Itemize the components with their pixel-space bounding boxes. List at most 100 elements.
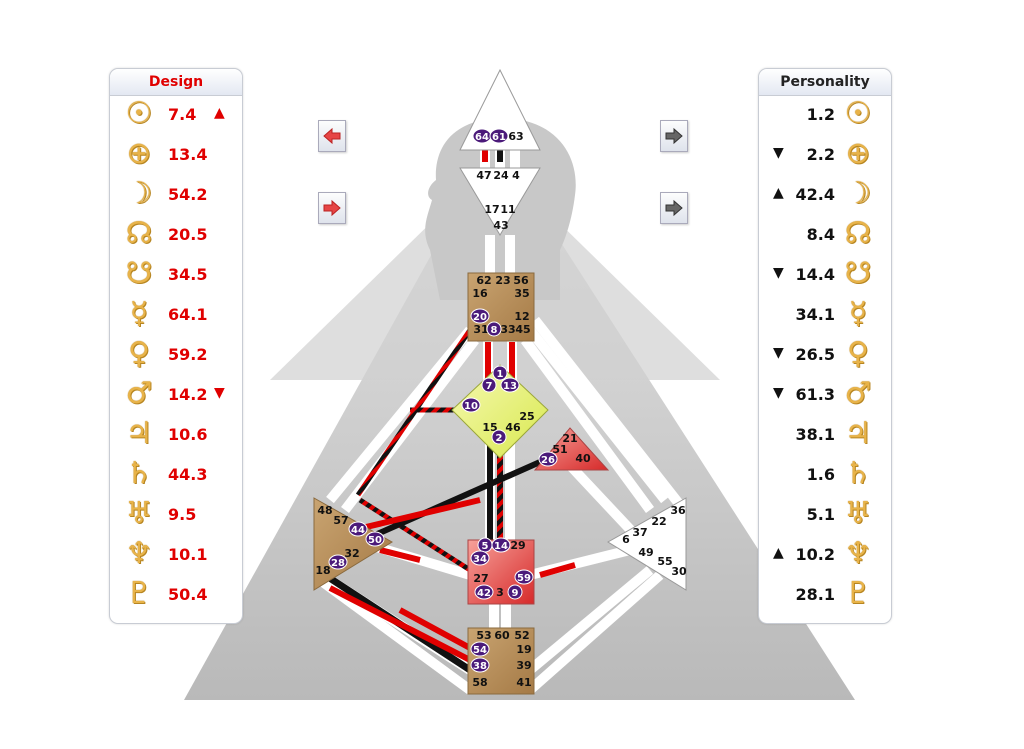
design-row-neptune[interactable]: ♆10.1 [110,537,242,577]
design-row-moon[interactable]: ☽54.2 [110,177,242,217]
personality-gate-line-value: 10.2 [795,545,835,564]
design-row-jupiter[interactable]: ♃10.6 [110,417,242,457]
personality-row-mars[interactable]: ♂61.3▼ [759,377,891,417]
gate-52[interactable]: 52 [514,629,529,642]
gate-55[interactable]: 55 [657,555,672,568]
design-head-nav-button[interactable] [318,120,346,152]
gate-34[interactable]: 34 [473,554,487,565]
design-gate-line-value: 20.5 [168,225,208,244]
personality-row-mercury[interactable]: ☿34.1 [759,297,891,337]
gate-45[interactable]: 45 [515,323,530,336]
personality-row-jupiter[interactable]: ♃38.1 [759,417,891,457]
design-gate-line-value: 7.4 [168,105,197,124]
gate-51[interactable]: 51 [552,443,567,456]
gate-41[interactable]: 41 [516,676,531,689]
design-row-pluto[interactable]: ♇50.4 [110,577,242,617]
design-row-saturn[interactable]: ♄44.3 [110,457,242,497]
gate-25[interactable]: 25 [519,410,534,423]
gate-61[interactable]: 61 [492,132,506,143]
personality-row-sun[interactable]: ☉1.2 [759,97,891,137]
gate-44[interactable]: 44 [351,525,365,536]
gate-6[interactable]: 6 [622,533,630,546]
gate-63[interactable]: 63 [508,130,523,143]
gate-43[interactable]: 43 [493,219,508,232]
design-row-uranus[interactable]: ♅9.5 [110,497,242,537]
personality-row-moon[interactable]: ☽42.4▲ [759,177,891,217]
gate-13[interactable]: 13 [503,381,517,392]
gate-38[interactable]: 38 [473,661,487,672]
gate-15[interactable]: 15 [482,421,497,434]
gate-3[interactable]: 3 [496,586,504,599]
gate-12[interactable]: 12 [514,310,529,323]
gate-35[interactable]: 35 [514,287,529,300]
gate-17[interactable]: 17 [484,203,499,216]
personality-row-venus[interactable]: ♀26.5▼ [759,337,891,377]
personality-row-pluto[interactable]: ♇28.1 [759,577,891,617]
gate-badge [365,531,385,547]
gate-4[interactable]: 4 [512,169,520,182]
gate-10[interactable]: 10 [464,401,478,412]
gate-16[interactable]: 16 [472,287,488,300]
gate-40[interactable]: 40 [575,452,591,465]
personality-row-uranus[interactable]: ♅5.1 [759,497,891,537]
gate-47[interactable]: 47 [476,169,491,182]
gate-42[interactable]: 42 [477,588,491,599]
gate-33[interactable]: 33 [500,323,515,336]
design-mind-nav-button[interactable] [318,192,346,224]
design-row-mars[interactable]: ♂14.2▼ [110,377,242,417]
gate-30[interactable]: 30 [671,565,687,578]
gate-58[interactable]: 58 [472,676,487,689]
personality-row-north-node[interactable]: ☊8.4 [759,217,891,257]
gate-31[interactable]: 31 [473,323,488,336]
gate-18[interactable]: 18 [315,564,330,577]
gate-24[interactable]: 24 [493,169,509,182]
gate-49[interactable]: 49 [638,546,653,559]
gate-28[interactable]: 28 [331,558,345,569]
gate-1[interactable]: 1 [497,369,504,380]
gate-7[interactable]: 7 [486,381,493,392]
gate-9[interactable]: 9 [512,588,519,599]
gate-56[interactable]: 56 [513,274,529,287]
personality-mind-nav-button[interactable] [660,192,688,224]
gate-29[interactable]: 29 [510,539,525,552]
gate-19[interactable]: 19 [516,643,531,656]
gate-60[interactable]: 60 [494,629,510,642]
personality-row-earth[interactable]: ⊕2.2▼ [759,137,891,177]
gate-37[interactable]: 37 [632,526,647,539]
design-row-earth[interactable]: ⊕13.4 [110,137,242,177]
gate-53[interactable]: 53 [476,629,491,642]
gate-8[interactable]: 8 [491,325,498,336]
gate-14[interactable]: 14 [494,541,508,552]
design-row-south-node[interactable]: ☋34.5 [110,257,242,297]
gate-54[interactable]: 54 [473,645,487,656]
gate-20[interactable]: 20 [473,312,487,323]
gate-62[interactable]: 62 [476,274,491,287]
design-row-sun[interactable]: ☉7.4▲ [110,97,242,137]
gate-39[interactable]: 39 [516,659,531,672]
gate-26[interactable]: 26 [541,455,555,466]
gate-5[interactable]: 5 [482,541,489,552]
gate-11[interactable]: 11 [500,203,515,216]
design-row-mercury[interactable]: ☿64.1 [110,297,242,337]
gate-2[interactable]: 2 [496,433,503,444]
gate-46[interactable]: 46 [505,421,521,434]
gate-23[interactable]: 23 [495,274,510,287]
gate-64[interactable]: 64 [475,132,489,143]
gate-27[interactable]: 27 [473,572,488,585]
gate-36[interactable]: 36 [670,504,686,517]
design-gate-line-value: 50.4 [168,585,208,604]
gate-48[interactable]: 48 [317,504,332,517]
personality-row-neptune[interactable]: ♆10.2▲ [759,537,891,577]
design-row-venus[interactable]: ♀59.2 [110,337,242,377]
gate-59[interactable]: 59 [517,573,531,584]
gate-50[interactable]: 50 [368,535,382,546]
gate-badge [507,584,523,600]
gate-21[interactable]: 21 [562,432,577,445]
gate-57[interactable]: 57 [333,514,348,527]
personality-head-nav-button[interactable] [660,120,688,152]
design-row-north-node[interactable]: ☊20.5 [110,217,242,257]
personality-row-south-node[interactable]: ☋14.4▼ [759,257,891,297]
gate-22[interactable]: 22 [651,515,666,528]
personality-row-saturn[interactable]: ♄1.6 [759,457,891,497]
gate-32[interactable]: 32 [344,547,359,560]
